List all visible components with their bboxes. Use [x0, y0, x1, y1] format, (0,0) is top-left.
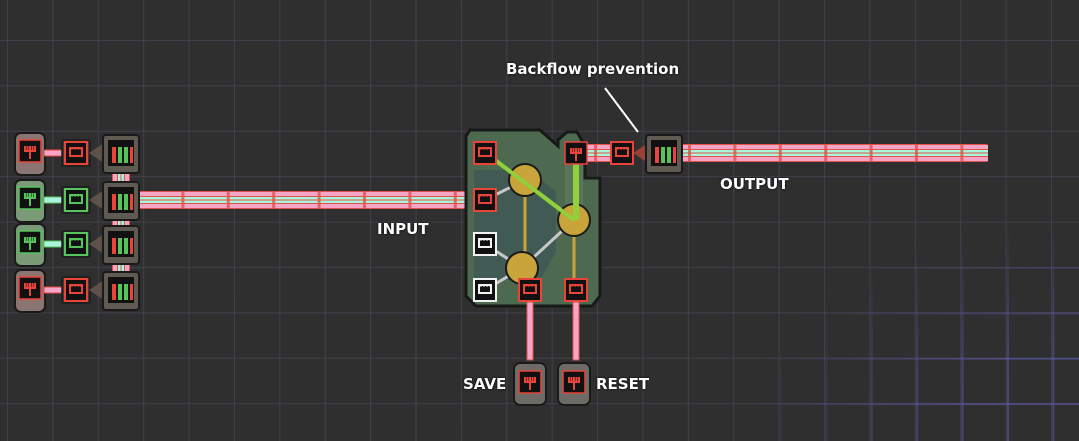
reset-label: RESET: [596, 375, 650, 393]
signal-connector[interactable]: [61, 230, 104, 258]
save-button[interactable]: [513, 362, 547, 406]
input-switch[interactable]: [14, 269, 65, 313]
backflow-diode[interactable]: [610, 134, 683, 174]
bus-splitter[interactable]: [102, 134, 140, 174]
input-label: INPUT: [377, 220, 429, 238]
bus-splitter[interactable]: [102, 271, 140, 311]
memory-reset-port[interactable]: [564, 278, 588, 302]
save-label: SAVE: [463, 375, 507, 393]
grid-highlight: [760, 230, 1079, 441]
input-switch[interactable]: [14, 223, 65, 267]
input-switch-bank: [14, 132, 140, 313]
output-label: OUTPUT: [720, 175, 789, 193]
bus-splitter[interactable]: [102, 181, 140, 221]
output-bus-wire[interactable]: [586, 144, 988, 162]
input-switch[interactable]: [14, 132, 65, 176]
memory-input-port[interactable]: [473, 188, 497, 212]
bus-splitter[interactable]: [102, 225, 140, 265]
reset-button[interactable]: [557, 362, 591, 406]
signal-connector[interactable]: [61, 139, 104, 167]
signal-connector[interactable]: [61, 186, 104, 214]
memory-input-port-top[interactable]: [473, 141, 497, 165]
input-switch[interactable]: [14, 179, 65, 223]
backflow-prevention-label: Backflow prevention: [506, 60, 680, 78]
memory-output-port[interactable]: [564, 141, 588, 165]
signal-connector[interactable]: [61, 276, 104, 304]
memory-save-port[interactable]: [518, 278, 542, 302]
memory-logic-block[interactable]: [464, 128, 602, 308]
memory-unused-port[interactable]: [473, 232, 497, 256]
annotation-pointer-line: [604, 87, 639, 133]
memory-unused-port[interactable]: [473, 278, 497, 302]
